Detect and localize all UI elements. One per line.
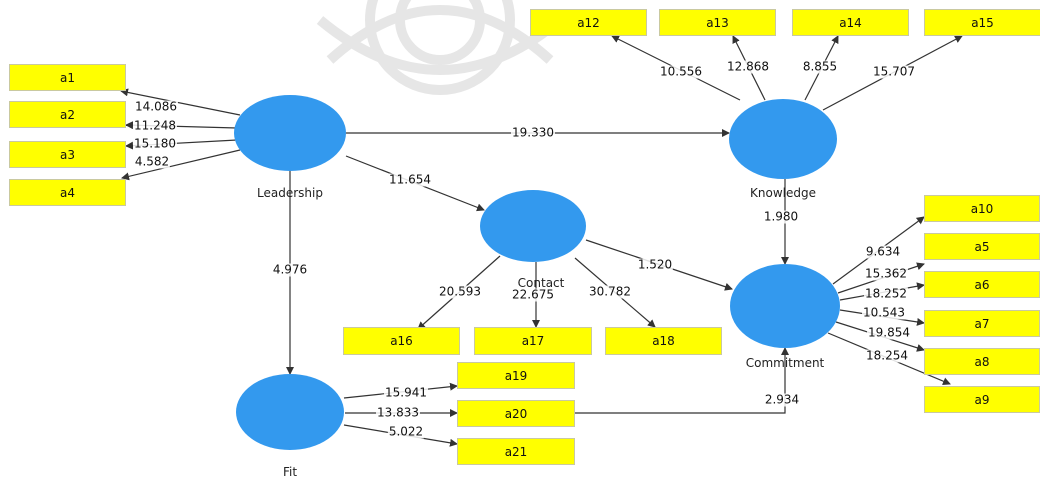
indicator-a14[interactable]: a14 bbox=[792, 9, 909, 36]
edge-leadership-to-fit-value: 4.976 bbox=[271, 262, 309, 277]
indicator-a15[interactable]: a15 bbox=[924, 9, 1040, 36]
edge-commitment-to-a9-value: 18.254 bbox=[865, 348, 909, 363]
edge-contact-to-a17-value: 22.675 bbox=[511, 287, 555, 302]
edge-leadership-to-a1 bbox=[120, 88, 241, 116]
indicator-a5[interactable]: a5 bbox=[924, 233, 1040, 260]
indicator-a10[interactable]: a10 bbox=[924, 195, 1040, 222]
construct-commitment[interactable] bbox=[730, 264, 840, 348]
edge-leadership-to-a4-value: 4.582 bbox=[133, 154, 171, 169]
indicator-a13[interactable]: a13 bbox=[659, 9, 776, 36]
edge-commitment-to-a6-value: 18.252 bbox=[864, 286, 908, 301]
edge-fit-to-a20-value: 13.833 bbox=[376, 405, 420, 420]
construct-leadership[interactable] bbox=[234, 95, 346, 171]
construct-label-commitment: Commitment bbox=[745, 356, 825, 370]
construct-label-leadership: Leadership bbox=[257, 186, 323, 200]
edge-commitment-to-a10-value: 9.634 bbox=[864, 244, 902, 259]
edge-fit-to-a21-value: 5.022 bbox=[387, 424, 425, 439]
edge-commitment-to-a7-value: 10.543 bbox=[862, 305, 906, 320]
edge-knowledge-to-a12-value: 10.556 bbox=[659, 64, 703, 79]
indicator-a8[interactable]: a8 bbox=[924, 348, 1040, 375]
edge-leadership-to-knowledge-value: 19.330 bbox=[511, 125, 555, 140]
indicator-a16[interactable]: a16 bbox=[343, 327, 460, 355]
indicator-a4[interactable]: a4 bbox=[9, 179, 126, 206]
indicator-a12[interactable]: a12 bbox=[530, 9, 647, 36]
edge-knowledge-to-a14-value: 8.855 bbox=[801, 59, 839, 74]
indicator-a21[interactable]: a21 bbox=[457, 438, 575, 465]
edge-leadership-to-a2-value: 11.248 bbox=[133, 118, 177, 133]
indicator-a3[interactable]: a3 bbox=[9, 141, 126, 168]
edge-fit-to-commitment-value: 2.934 bbox=[763, 392, 801, 407]
construct-fit[interactable] bbox=[236, 374, 344, 450]
edge-leadership-to-a1-value: 14.086 bbox=[134, 99, 178, 114]
edge-knowledge-to-a13-value: 12.868 bbox=[726, 59, 770, 74]
edge-commitment-to-a5-value: 15.362 bbox=[864, 266, 908, 281]
construct-label-fit: Fit bbox=[282, 465, 298, 479]
indicator-a7[interactable]: a7 bbox=[924, 310, 1040, 337]
edge-contact-to-a18-value: 30.782 bbox=[588, 284, 632, 299]
edge-knowledge-to-commitment-value: 1.980 bbox=[762, 209, 800, 224]
edge-fit-to-a19-value: 15.941 bbox=[384, 385, 428, 400]
construct-label-knowledge: Knowledge bbox=[750, 186, 816, 200]
edge-fit-to-commitment bbox=[575, 347, 789, 414]
edge-leadership-to-a3-value: 15.180 bbox=[133, 136, 177, 151]
indicator-a19[interactable]: a19 bbox=[457, 362, 575, 389]
edge-contact-to-commitment-value: 1.520 bbox=[636, 257, 674, 272]
indicator-a18[interactable]: a18 bbox=[605, 327, 722, 355]
construct-label-contact: Contact bbox=[517, 276, 565, 290]
indicator-a9[interactable]: a9 bbox=[924, 386, 1040, 413]
edge-leadership-to-a4 bbox=[121, 149, 241, 181]
indicator-a1[interactable]: a1 bbox=[9, 64, 126, 91]
construct-knowledge[interactable] bbox=[729, 99, 837, 179]
indicator-a17[interactable]: a17 bbox=[474, 327, 592, 355]
edge-leadership-to-contact-value: 11.654 bbox=[388, 172, 432, 187]
edge-knowledge-to-a15-value: 15.707 bbox=[872, 64, 916, 79]
indicator-a20[interactable]: a20 bbox=[457, 400, 575, 427]
construct-contact[interactable] bbox=[480, 190, 586, 262]
edge-contact-to-a16-value: 20.593 bbox=[438, 284, 482, 299]
indicator-a6[interactable]: a6 bbox=[924, 271, 1040, 298]
edge-commitment-to-a8-value: 19.854 bbox=[867, 325, 911, 340]
indicator-a2[interactable]: a2 bbox=[9, 101, 126, 128]
